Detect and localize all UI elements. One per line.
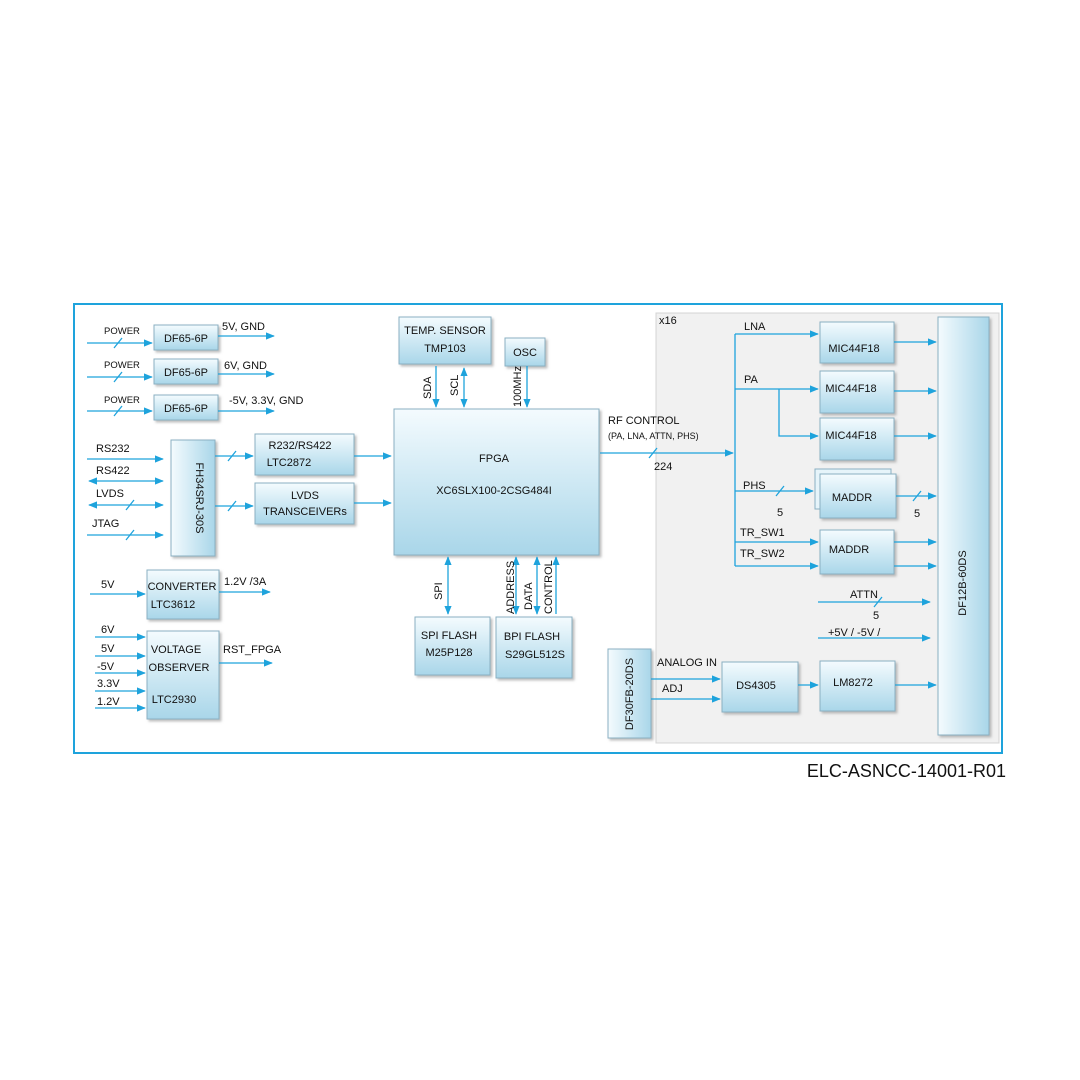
block-spi-flash: SPI FLASH M25P128 — [414, 616, 491, 676]
df30-line-0: DF30FB-20DS — [624, 658, 636, 730]
rs232-label: RS232 — [96, 443, 130, 455]
maddr1-line-0: MADDR — [832, 492, 872, 504]
maddr2-line-0: MADDR — [829, 544, 869, 556]
lna-label: LNA — [744, 321, 766, 333]
phs-width: 5 — [777, 507, 783, 519]
pwr3-line-0: DF65-6P — [164, 403, 208, 415]
volt-line-0: VOLTAGE — [151, 644, 201, 656]
bpi-line-1: S29GL512S — [505, 649, 565, 661]
power-label-2: POWER — [104, 360, 140, 371]
block-osc: OSC — [504, 337, 546, 367]
block-df12: DF12B-60DS — [937, 316, 990, 736]
block-pwr3: DF65-6P — [153, 394, 219, 421]
block-r232: R232/RS422 LTC2872 — [254, 433, 355, 476]
attn-width: 5 — [873, 610, 879, 622]
outer-frame — [73, 303, 1003, 754]
block-converter: CONVERTER LTC3612 — [146, 569, 220, 620]
scl-label: SCL — [449, 375, 461, 396]
block-ds4305: DS4305 — [721, 661, 799, 713]
tr-sw2-label: TR_SW2 — [740, 548, 785, 560]
block-fh34: FH34SRJ-30S — [170, 439, 216, 557]
volt-line-1: OBSERVER — [149, 662, 210, 674]
df12-line-0: DF12B-60DS — [957, 550, 969, 615]
block-pwr2: DF65-6P — [153, 358, 219, 385]
power-label-3: POWER — [104, 395, 140, 406]
block-mic2: MIC44F18 — [819, 370, 895, 414]
block-lvds: LVDS TRANSCEIVERs — [254, 482, 355, 525]
spi-line-1: M25P128 — [425, 647, 472, 659]
attn-label: ATTN — [850, 589, 878, 601]
phs-label: PHS — [743, 480, 766, 492]
conv-in-label: 5V — [101, 579, 115, 591]
conv-line-0: CONVERTER — [148, 581, 217, 593]
data-label: DATA — [523, 582, 535, 610]
volt-line-2: LTC2930 — [152, 694, 196, 706]
adj-label: ADJ — [662, 683, 683, 695]
bus-width-224: 224 — [654, 461, 672, 473]
sda-label: SDA — [422, 376, 434, 399]
pwr1-line-0: DF65-6P — [164, 333, 208, 345]
conv-out-label: 1.2V /3A — [224, 576, 267, 588]
lm8272-line-0: LM8272 — [833, 677, 873, 689]
rst-label: RST_FPGA — [223, 644, 282, 656]
spi-line-0: SPI FLASH — [421, 630, 477, 642]
spi-label: SPI — [433, 582, 445, 600]
x16-label: x16 — [659, 315, 677, 327]
block-pwr1: DF65-6P — [153, 324, 219, 351]
conv-line-1: LTC3612 — [151, 599, 195, 611]
block-df30: DF30FB-20DS — [607, 648, 652, 739]
supply-label: +5V / -5V / — [828, 627, 881, 639]
lvds-line-0: LVDS — [291, 490, 319, 502]
block-voltage-observer: VOLTAGE OBSERVER LTC2930 — [146, 630, 220, 720]
mic3-line-0: MIC44F18 — [825, 430, 876, 442]
v12-label: 1.2V — [97, 696, 120, 708]
tr-sw1-label: TR_SW1 — [740, 527, 785, 539]
temp-line-0: TEMP. SENSOR — [404, 325, 486, 337]
block-mic3: MIC44F18 — [819, 417, 895, 461]
v6-label: 6V — [101, 624, 115, 636]
signal-labels: POWER POWER POWER 5V, GND 6V, GND -5V, 3… — [92, 321, 920, 708]
analog-in-label: ANALOG IN — [657, 657, 717, 669]
block-mic1: MIC44F18 — [819, 321, 895, 364]
r232-line-0: R232/RS422 — [269, 440, 332, 452]
pwr2-line-0: DF65-6P — [164, 367, 208, 379]
rs422-label: RS422 — [96, 465, 130, 477]
block-maddr1: MADDR — [814, 468, 897, 519]
osc-line-0: OSC — [513, 347, 537, 359]
out-label-3: -5V, 3.3V, GND — [229, 395, 303, 407]
reference-code: ELC-ASNCC-14001-R01 — [807, 761, 1006, 781]
control-label: CONTROL — [543, 560, 555, 614]
block-lm8272: LM8272 — [819, 660, 896, 712]
r232-line-1: LTC2872 — [267, 457, 311, 469]
jtag-label: JTAG — [92, 518, 119, 530]
rf-control-sub: (PA, LNA, ATTN, PHS) — [608, 431, 699, 441]
bpi-line-0: BPI FLASH — [504, 631, 560, 643]
block-fpga: FPGA XC6SLX100-2CSG484I — [393, 408, 600, 556]
lvds-label: LVDS — [96, 488, 124, 500]
v5-label: 5V — [101, 643, 115, 655]
v33-label: 3.3V — [97, 678, 120, 690]
fpga-line-0: FPGA — [479, 453, 510, 465]
wires — [87, 330, 937, 712]
fpga-line-1: XC6SLX100-2CSG484I — [436, 485, 552, 497]
mic2-line-0: MIC44F18 — [825, 383, 876, 395]
block-temp-sensor: TEMP. SENSOR TMP103 — [398, 316, 492, 365]
block-maddr2: MADDR — [819, 529, 895, 575]
address-label: ADDRESS — [505, 561, 517, 614]
rf-control-label: RF CONTROL — [608, 415, 680, 427]
mic1-line-0: MIC44F18 — [828, 343, 879, 355]
lvds-line-1: TRANSCEIVERs — [263, 506, 347, 518]
block-bpi-flash: BPI FLASH S29GL512S — [495, 616, 573, 679]
maddr-width: 5 — [914, 508, 920, 520]
power-label-1: POWER — [104, 326, 140, 337]
out-label-2: 6V, GND — [224, 360, 267, 372]
out-label-1: 5V, GND — [222, 321, 265, 333]
vm5-label: -5V — [97, 661, 115, 673]
pa-label: PA — [744, 374, 759, 386]
ds4305-line-0: DS4305 — [736, 680, 776, 692]
mhz-label: 100MHz — [512, 366, 524, 407]
fh34-line-0: FH34SRJ-30S — [193, 463, 205, 534]
temp-line-1: TMP103 — [424, 343, 466, 355]
